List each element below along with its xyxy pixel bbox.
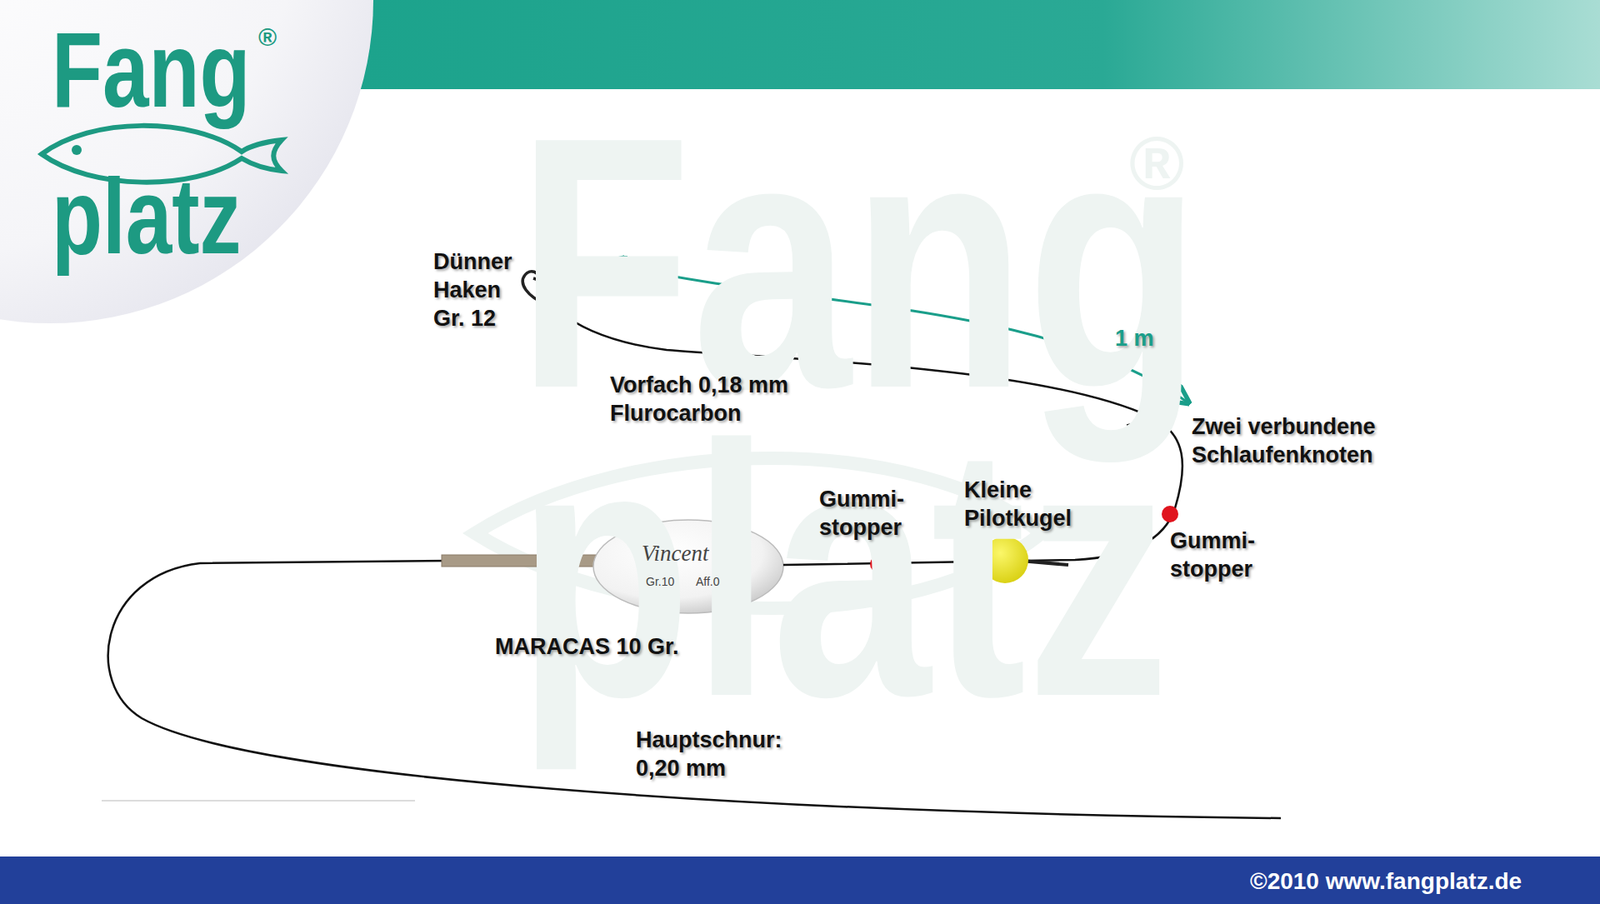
part-label: Dünner Haken Gr. 12 xyxy=(433,248,530,333)
part-label: Zwei verbundene Schlaufenknoten xyxy=(1191,413,1417,470)
part-label: Kleine Pilotkugel xyxy=(964,476,1090,534)
logo-fish-eye xyxy=(71,145,82,155)
watermark: platz xyxy=(516,391,1170,750)
header-bar xyxy=(358,0,1600,90)
thin-rule xyxy=(101,800,415,802)
part-label: Vorfach 0,18 mm Flurocarbon xyxy=(610,371,819,429)
part-label: Gummi- stopper xyxy=(1170,527,1270,585)
float-brand: Vincent xyxy=(641,540,709,569)
logo-word: Fang xyxy=(51,16,250,124)
footer-bar xyxy=(0,856,1600,904)
logo-word: platz xyxy=(51,163,241,270)
logo-disc xyxy=(0,0,374,324)
dimension-label: 1 m xyxy=(1115,325,1155,354)
float-marking: Aff.0 xyxy=(695,575,720,590)
watermark: ® xyxy=(1129,116,1185,211)
part-label: Gummi- stopper xyxy=(819,485,920,543)
copyright-footer: ©2010 www.fangplatz.de xyxy=(1250,866,1522,896)
float-marking: Gr.10 xyxy=(645,575,675,590)
part-label: MARACAS 10 Gr. xyxy=(495,633,680,662)
logo-registered: ® xyxy=(258,21,277,54)
part-label: Hauptschnur: 0,20 mm xyxy=(635,726,828,784)
